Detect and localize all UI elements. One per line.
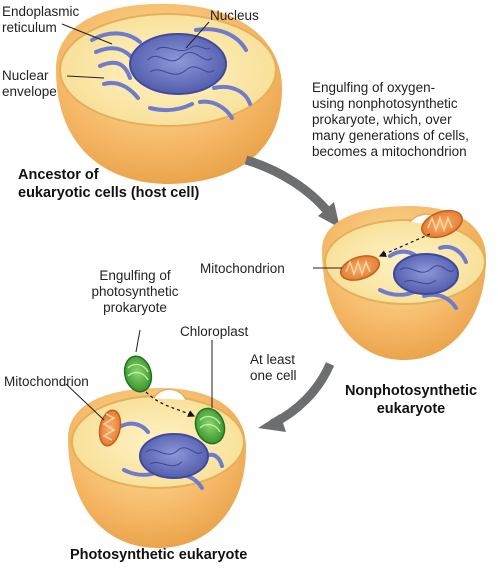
nonphotosynthetic-cell (322, 206, 486, 360)
engulf-oxygen-label: Engulfing of oxygen- using nonphotosynth… (312, 80, 469, 159)
engulfed-prokaryote-photosynthetic (123, 355, 153, 393)
mitochondrion-cell2 (339, 255, 381, 281)
nucleus-cell2 (393, 253, 459, 295)
nucleus-label: Nucleus (210, 8, 259, 23)
arrow-to-cell2 (244, 155, 332, 215)
engulfed-prokaryote-oxygen (421, 209, 463, 239)
nuclear-envelope-label: Nuclear envelope (2, 68, 57, 99)
nucleus (129, 33, 227, 95)
engulf-photo-label: Engulfing of photosynthetic prokaryote (91, 268, 179, 315)
host-cell (56, 3, 282, 184)
nucleus-cell3 (139, 433, 209, 479)
chloroplast-label: Chloroplast (180, 324, 249, 339)
ancestor-caption: Ancestor of eukaryotic cells (host cell) (18, 167, 200, 201)
er-label: Endoplasmic reticulum (2, 4, 80, 35)
mitochondrion-label-cell3: Mitochondrion (4, 374, 89, 389)
at-least-one-cell-label: At least one cell (250, 352, 297, 383)
cell1-leaders (61, 21, 210, 79)
chloroplast-inside (194, 407, 226, 445)
mitochondrion-label-cell2: Mitochondrion (200, 261, 285, 276)
photosynthetic-caption: Photosynthetic eukaryote (70, 547, 248, 563)
mitochondrion-cell3 (98, 409, 122, 447)
nonphotosynthetic-caption: Nonphotosynthetic eukaryote (344, 383, 478, 417)
photosynthetic-cell (68, 355, 246, 548)
